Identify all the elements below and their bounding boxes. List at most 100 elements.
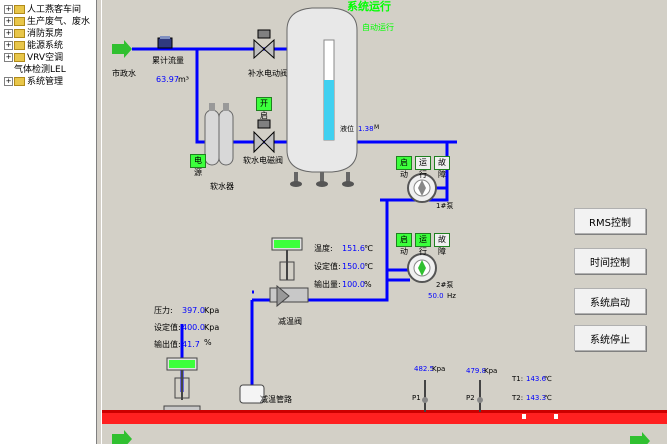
tank-level-value: 1.38	[358, 125, 374, 133]
folder-icon	[14, 41, 25, 50]
tree-expander-icon[interactable]: +	[4, 17, 13, 26]
soft-valve-open-button[interactable]: 开启	[256, 97, 272, 120]
pump-2-freq-unit: Hz	[447, 292, 456, 300]
folder-icon	[14, 5, 25, 14]
tank-level-unit: M	[374, 124, 379, 131]
pressure-unit: Kpa	[204, 306, 219, 315]
tree-item[interactable]: + 能源系统	[4, 40, 63, 52]
p2-name: P2	[466, 394, 475, 402]
temp-setpoint-unit: ℃	[364, 262, 373, 271]
tree-item[interactable]: + VRV空调	[4, 52, 63, 64]
pump-2-fault-button[interactable]: 故障	[434, 233, 450, 256]
tree-item[interactable]: + 人工燕客车间	[4, 4, 81, 16]
tank-level-label: 液位	[340, 124, 354, 133]
tree-item[interactable]: + 消防泵房	[4, 28, 63, 40]
tree-item-label: 气体检测LEL	[14, 65, 66, 75]
tree-item-label: 消防泵房	[27, 29, 64, 39]
inlet-arrow	[112, 40, 132, 58]
folder-icon	[14, 29, 25, 38]
bottom-right-arrow	[630, 432, 650, 444]
soft-valve-label: 软水电磁阀	[243, 155, 283, 165]
temp-output-unit: %	[364, 280, 372, 289]
softener-tanks	[204, 103, 234, 166]
temp-setpoint-value: 150.0	[342, 262, 365, 271]
process-diagram: 系统运行 自动运行	[102, 0, 667, 444]
water-tank	[286, 7, 358, 187]
pump-1-run-button[interactable]: 运行	[415, 156, 431, 179]
time-control-button[interactable]: 时间控制	[574, 248, 646, 274]
flowmeter	[157, 36, 173, 49]
tree-item[interactable]: + 系统管理	[4, 76, 63, 88]
pressure-output-label: 输出值:	[154, 339, 181, 349]
navigation-tree: +人工燕客车间+生产废气、废水+消防泵房+能源系统+VRV空调气体检测LEL+系…	[0, 0, 96, 444]
pressure-output-unit: %	[204, 338, 212, 347]
p2-unit: Kpa	[484, 367, 497, 375]
tree-item-label: 人工燕客车间	[27, 5, 82, 15]
temp-row-value: 151.6	[342, 244, 365, 253]
tree-item-label: 能源系统	[27, 41, 64, 51]
pressure-label: 压力:	[154, 305, 173, 315]
p2-value: 479.8	[466, 367, 486, 375]
system-start-button[interactable]: 系统启动	[574, 288, 646, 314]
tree-expander-icon[interactable]: +	[4, 41, 13, 50]
tap-water-label: 市政水	[112, 68, 136, 78]
temp-row-label: 温度:	[314, 243, 333, 253]
t2-name: T2:	[511, 394, 523, 402]
temp-valve-label: 减温阀	[278, 316, 302, 326]
softener-label: 软水器	[210, 181, 234, 191]
p2-gauge	[477, 380, 483, 412]
flowmeter-unit: m³	[178, 75, 189, 84]
system-mode-text: 自动运行	[362, 22, 394, 32]
pressure-output-value: 41.7	[182, 340, 200, 349]
tree-expander-icon[interactable]: +	[4, 53, 13, 62]
tree-item-label: 系统管理	[27, 77, 64, 87]
system-stop-button[interactable]: 系统停止	[574, 325, 646, 351]
t2-unit: ℃	[544, 394, 552, 402]
system-status-text: 系统运行	[347, 0, 391, 13]
t1-name: T1:	[511, 375, 523, 383]
flowmeter-value: 63.97	[156, 75, 179, 84]
folder-icon	[14, 53, 25, 62]
t1-value: 143.6	[526, 375, 547, 383]
t2-value: 143.3	[526, 394, 546, 402]
tree-expander-icon[interactable]: +	[4, 77, 13, 86]
tree-expander-icon[interactable]: +	[4, 29, 13, 38]
p1-unit: Kpa	[432, 365, 445, 373]
temp-setpoint-label: 设定值:	[314, 261, 341, 271]
tree-item[interactable]: + 生产废气、废水	[4, 16, 90, 28]
tree-item[interactable]: 气体检测LEL	[4, 64, 66, 76]
tree-item-label: VRV空调	[27, 53, 64, 63]
p1-gauge	[422, 380, 428, 412]
makeup-valve[interactable]	[253, 29, 275, 60]
pump-1-name: 1#泵	[436, 202, 453, 210]
temp-row-unit: ℃	[364, 244, 373, 253]
rms-control-button[interactable]: RMS控制	[574, 208, 646, 234]
tree-expander-icon[interactable]: +	[4, 5, 13, 14]
tree-item-label: 生产废气、废水	[27, 17, 91, 27]
tank-level-fill	[324, 80, 334, 140]
pump-2-name: 2#泵	[436, 281, 453, 289]
pressure-setpoint-label: 设定值:	[154, 322, 181, 332]
desuperheater-box	[239, 384, 265, 404]
bottom-arrow	[112, 430, 132, 444]
temp-valve-readings: 温度: 151.6 ℃ 设定值: 150.0 ℃ 输出量: 100.0 %	[314, 243, 373, 289]
pressure-value: 397.0	[182, 306, 205, 315]
p1-name: P1	[412, 394, 421, 402]
steam-main-pipe	[102, 412, 667, 424]
soft-water-valve[interactable]	[253, 119, 275, 154]
flowmeter-label: 累计流量	[152, 55, 184, 65]
t1-unit: ℃	[544, 375, 552, 383]
pressure-setpoint-unit: Kpa	[204, 323, 219, 332]
temperature-valve[interactable]	[269, 237, 309, 308]
pump-2-start-button[interactable]: 启动	[396, 233, 412, 256]
pump-1-start-button[interactable]: 启动	[396, 156, 412, 179]
hmi-panel: 系统运行 自动运行	[102, 0, 667, 444]
pump-2[interactable]	[407, 253, 437, 283]
pump-2-run-button[interactable]: 运行	[415, 233, 431, 256]
softener-power-button[interactable]: 电源	[190, 154, 206, 177]
pump-1-fault-button[interactable]: 故障	[434, 156, 450, 179]
pump-1[interactable]	[407, 173, 437, 203]
folder-icon	[14, 17, 25, 26]
splitter[interactable]	[96, 0, 102, 444]
temp-output-label: 输出量:	[314, 279, 341, 289]
